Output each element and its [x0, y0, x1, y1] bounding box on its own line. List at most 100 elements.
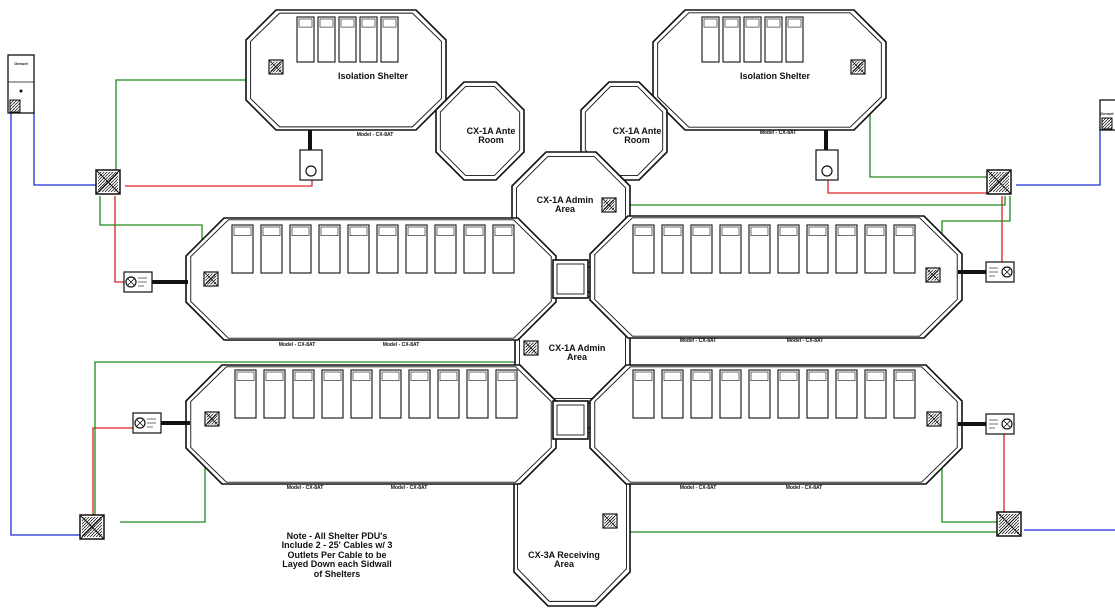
bottom-left-cots [234, 369, 518, 419]
outlet-cross [926, 411, 942, 427]
cot [806, 369, 829, 419]
isolation-left-cots [296, 16, 399, 63]
cot-shelter-middle-left-inner-wall [190, 219, 552, 339]
cot-pillow [497, 371, 516, 381]
ante-room-right-outer-wall [580, 81, 668, 181]
cot [292, 369, 315, 419]
cot [719, 369, 742, 419]
cot [350, 369, 373, 419]
ante-room-right [580, 81, 668, 181]
cot [338, 16, 357, 63]
cot [777, 224, 800, 274]
cot-pillow [787, 18, 802, 28]
cot [893, 224, 916, 274]
outlet-cross [602, 513, 618, 529]
genset-panel-left [7, 54, 35, 114]
pdu-cross [95, 169, 121, 195]
cot-pillow [381, 371, 400, 381]
cot [661, 369, 684, 419]
cot [764, 16, 783, 63]
bottom-right-cots [632, 369, 916, 419]
outlet-cross [601, 197, 617, 213]
cot-pillow [724, 18, 739, 28]
cot-pillow [262, 226, 281, 236]
cot [405, 224, 428, 274]
cot-pillow [436, 226, 455, 236]
cot [777, 369, 800, 419]
cot-shelter-bottom-right-inner-wall [594, 366, 958, 483]
cot-pillow [410, 371, 429, 381]
cot [376, 224, 399, 274]
pdu-bottom-left [79, 514, 105, 540]
cot [492, 224, 515, 274]
genset-panel-left-breaker [9, 99, 21, 113]
cot-pillow [837, 371, 856, 381]
cot-pillow [895, 371, 914, 381]
cot [748, 224, 771, 274]
connector-tunnel-upper-outer [552, 259, 589, 299]
cot-pillow [808, 371, 827, 381]
cot [318, 224, 341, 274]
cot [466, 369, 489, 419]
pdu-top-right [986, 169, 1012, 195]
cot-pillow [298, 18, 313, 28]
cot-shelter-middle-right-inner-wall [594, 217, 958, 337]
isolation-right-connector [815, 149, 839, 181]
cot-pillow [294, 371, 313, 381]
cot-pillow [692, 226, 711, 236]
middle-left-connector [123, 271, 153, 293]
cot-pillow [808, 226, 827, 236]
cot [408, 369, 431, 419]
cot [743, 16, 762, 63]
cot-pillow [837, 226, 856, 236]
connector-tunnel-lower-outer [552, 400, 589, 440]
cot [359, 16, 378, 63]
cot-pillow [779, 371, 798, 381]
data-cable-tr-admin [626, 196, 1006, 206]
cot [437, 369, 460, 419]
cot [864, 369, 887, 419]
cot [835, 224, 858, 274]
ante-room-right-inner-wall [584, 86, 664, 176]
cot-pillow [766, 18, 781, 28]
bottom-left-connector [132, 412, 162, 434]
middle-right-connector [985, 261, 1015, 283]
cot-pillow [895, 226, 914, 236]
cot [722, 16, 741, 63]
cot-pillow [378, 226, 397, 236]
cot [632, 224, 655, 274]
connector-pins [136, 419, 144, 427]
cot-pillow [866, 371, 885, 381]
cot [632, 369, 655, 419]
ante-room-left-inner-wall [439, 86, 521, 176]
connector-pins [127, 278, 135, 286]
cot [380, 16, 399, 63]
cot-pillow [663, 226, 682, 236]
cot-pillow [361, 18, 376, 28]
cot-pillow [779, 226, 798, 236]
cot [719, 224, 742, 274]
cot-pillow [494, 226, 513, 236]
ante-room-left [435, 81, 525, 181]
outlet-isolation-left [268, 59, 284, 75]
cot-pillow [634, 226, 653, 236]
connector-plug [821, 165, 833, 177]
cot-pillow [382, 18, 397, 28]
connector-pins [1003, 268, 1011, 276]
outlet-middle-right [925, 267, 941, 283]
pdu-cross [986, 169, 1012, 195]
connector-tunnel-upper-inner [556, 263, 585, 295]
feeder-cable-top-left [21, 111, 96, 186]
outlet-cross [268, 59, 284, 75]
cot-pillow [233, 226, 252, 236]
pdu-cross [996, 511, 1022, 537]
bottom-right-connector [985, 413, 1015, 435]
cot [263, 369, 286, 419]
pdu-bottom-right [996, 511, 1022, 537]
cot [234, 369, 257, 419]
pdu-top-left [95, 169, 121, 195]
ante-room-left-outer-wall [435, 81, 525, 181]
cot-pillow [634, 371, 653, 381]
middle-right-cots [632, 224, 916, 274]
